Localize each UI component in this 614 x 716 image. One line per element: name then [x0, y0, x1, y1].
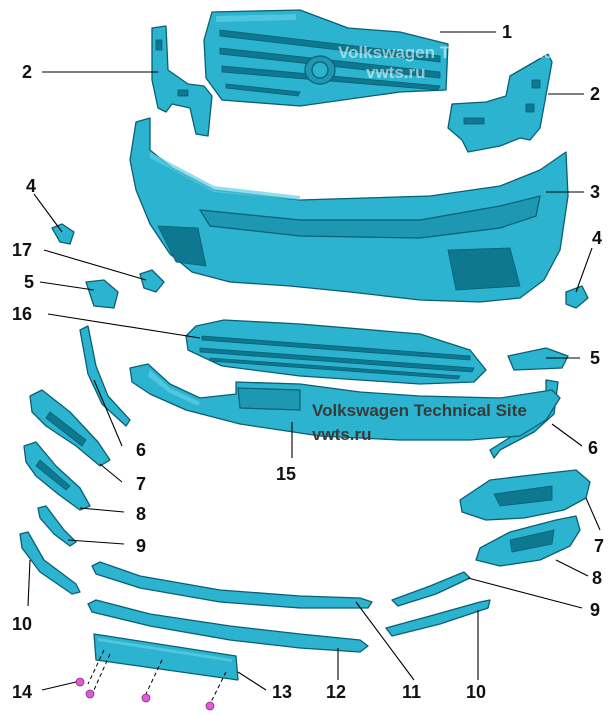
part-mount-left	[85, 279, 119, 309]
part-trim-9-left	[37, 505, 77, 547]
callout-11: 11	[402, 682, 421, 702]
callout-16: 16	[12, 304, 32, 324]
part-radiator-grille	[203, 9, 449, 107]
callout-14: 14	[12, 682, 32, 702]
watermark-middle: Volkswagen Technical Site vwts.ru	[312, 401, 527, 444]
part-bumper-cover	[129, 117, 569, 303]
part-small-bracket-right	[565, 285, 589, 309]
watermark-top-line2: vwts.ru	[366, 63, 426, 82]
part-clip-17	[139, 269, 165, 293]
callout-1: 1	[502, 22, 512, 42]
watermark-middle-line1: Volkswagen Technical Site	[312, 401, 527, 420]
part-bracket-left	[151, 25, 213, 137]
watermark-top-line1: Volkswagen Technical Site	[338, 43, 553, 62]
callout-9-right: 9	[590, 600, 600, 620]
callout-17: 17	[12, 240, 32, 260]
callout-6-left: 6	[136, 440, 146, 460]
callout-7-left: 7	[136, 474, 146, 494]
callout-10-left: 10	[12, 614, 32, 634]
watermark-top: Volkswagen Technical Site vwts.ru	[338, 43, 553, 82]
callout-4-right: 4	[592, 228, 602, 248]
part-clips-14	[75, 649, 227, 711]
callout-4-left: 4	[26, 176, 36, 196]
callout-6-right: 6	[588, 438, 598, 458]
part-spoiler	[129, 363, 561, 441]
part-trim-10-left	[19, 531, 81, 595]
callout-labels: 1 2 2 3 4 4 17 5 5 16 6 6 15 7 7 8 8 9 9…	[12, 22, 604, 702]
callout-5-left: 5	[24, 272, 34, 292]
callout-15: 15	[276, 464, 296, 484]
callout-12: 12	[326, 682, 346, 702]
part-frame-left	[23, 441, 91, 511]
callout-2-left: 2	[22, 62, 32, 82]
callout-8-left: 8	[136, 504, 146, 524]
part-bracket-right	[447, 53, 553, 153]
callout-2-right: 2	[590, 84, 600, 104]
part-mount-right	[507, 347, 569, 371]
part-trim-10-right	[385, 599, 491, 637]
part-fog-cover-left	[29, 389, 111, 467]
callout-3: 3	[590, 182, 600, 202]
part-trim-9-right	[391, 571, 471, 607]
callout-13: 13	[272, 682, 292, 702]
watermark-middle-line2: vwts.ru	[312, 425, 372, 444]
callout-5-right: 5	[590, 348, 600, 368]
callout-9-left: 9	[136, 536, 146, 556]
part-fog-cover-right	[459, 469, 591, 521]
part-lower-grille	[185, 319, 487, 385]
leader-lines	[27, 31, 601, 691]
callout-10-right: 10	[466, 682, 486, 702]
part-small-bracket-left	[51, 223, 75, 245]
part-trim-12-long	[87, 599, 369, 653]
callout-7-right: 7	[594, 536, 604, 556]
part-trim-strip-left	[79, 325, 131, 427]
part-trim-9-long	[91, 561, 373, 609]
part-lower-panel	[93, 633, 239, 681]
part-frame-right	[475, 515, 581, 567]
callout-8-right: 8	[592, 568, 602, 588]
